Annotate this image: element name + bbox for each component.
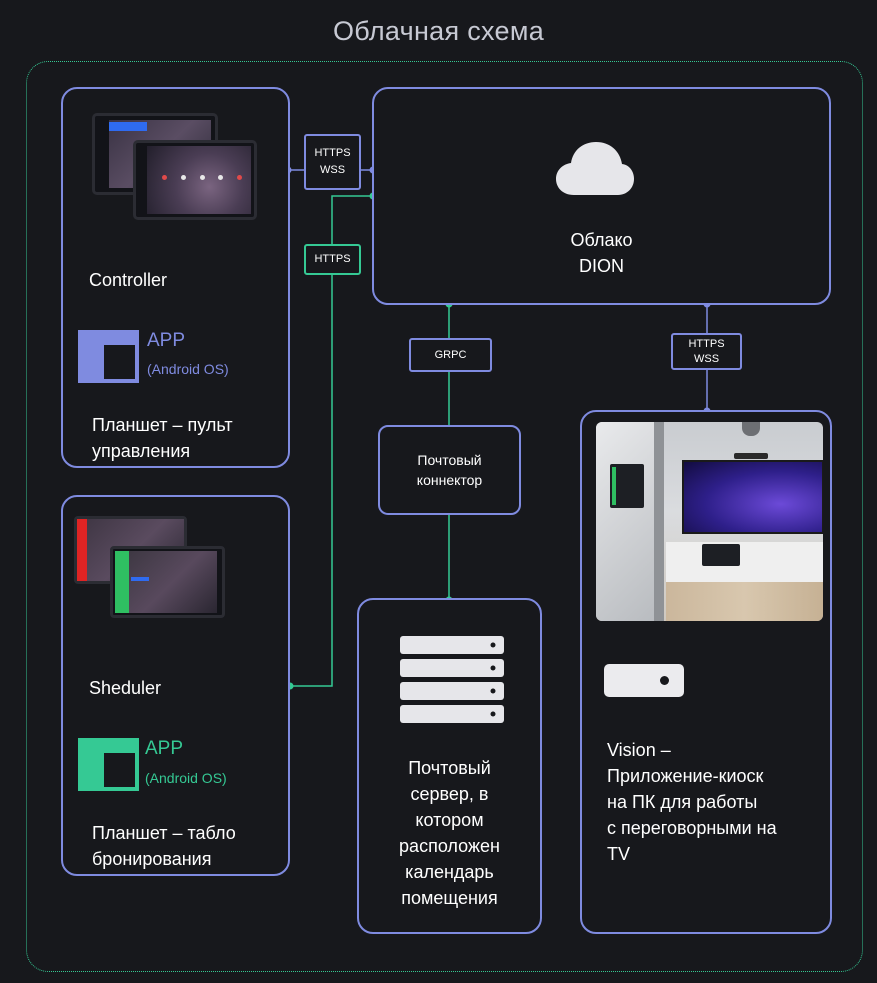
mail-server-label: Почтовый сервер, в котором расположен ка…	[399, 758, 500, 908]
controller-box: Controller APP (Android OS) Планшет – пу…	[61, 87, 290, 468]
scheduler-description: Планшет – табло бронирования	[92, 823, 236, 869]
scheduler-tablet-front	[110, 546, 225, 618]
app-window-icon	[78, 330, 139, 383]
tablet-call-controls	[162, 175, 242, 181]
cloud-title: Облако DION	[570, 230, 633, 276]
tablet-busy-panel	[77, 519, 87, 581]
tablet-free-panel	[115, 551, 129, 613]
table-tablet	[702, 544, 740, 566]
wall-tablet	[610, 464, 644, 508]
scheduler-name: Sheduler	[89, 678, 162, 698]
cloud-icon	[556, 139, 636, 199]
controller-name: Controller	[89, 270, 168, 290]
meeting-room-photo	[596, 422, 823, 621]
app-os-label: (Android OS)	[145, 770, 227, 786]
grpc-protocol-label: GRPC	[409, 338, 492, 372]
cloud-box: Облако DION	[372, 87, 831, 305]
app-label: APP	[147, 330, 186, 351]
vision-protocol-label: HTTPS WSS	[671, 333, 742, 370]
tv-camera	[734, 453, 768, 459]
tablet-selected-slot	[109, 122, 147, 131]
app-os-label: (Android OS)	[147, 361, 229, 377]
scheduler-box: Sheduler APP (Android OS) Планшет – табл…	[61, 495, 290, 876]
server-stack-icon	[399, 634, 505, 726]
controller-description: Планшет – пульт управления	[92, 415, 233, 461]
room-divider	[654, 422, 664, 621]
mail-connector-box: Почтовый коннектор	[378, 425, 521, 515]
ceiling-light	[742, 422, 760, 436]
scheduler-cloud-line	[290, 195, 373, 687]
diagram-title: Облачная схема	[332, 16, 545, 46]
vision-label: Vision – Приложение-киоск на ПК для рабо…	[607, 740, 777, 864]
tv-screen	[682, 460, 823, 534]
vision-box: Vision – Приложение-киоск на ПК для рабо…	[580, 410, 832, 934]
tablet-screen-image	[129, 551, 217, 613]
mini-pc-icon	[604, 664, 684, 697]
room-wall-panel	[596, 422, 654, 621]
scheduler-protocol-label: HTTPS	[304, 244, 361, 275]
controller-protocol-label: HTTPS WSS	[304, 134, 361, 190]
tablet-screen-image	[147, 146, 251, 214]
mail-server-box: Почтовый сервер, в котором расположен ка…	[357, 598, 542, 934]
tablet-book-button	[131, 577, 149, 581]
app-window-icon	[78, 738, 139, 791]
app-label: APP	[145, 738, 184, 759]
cloud-scheme-frame	[26, 61, 863, 972]
meeting-table	[666, 542, 823, 582]
chairs	[666, 582, 823, 621]
controller-tablet-front	[133, 140, 257, 220]
